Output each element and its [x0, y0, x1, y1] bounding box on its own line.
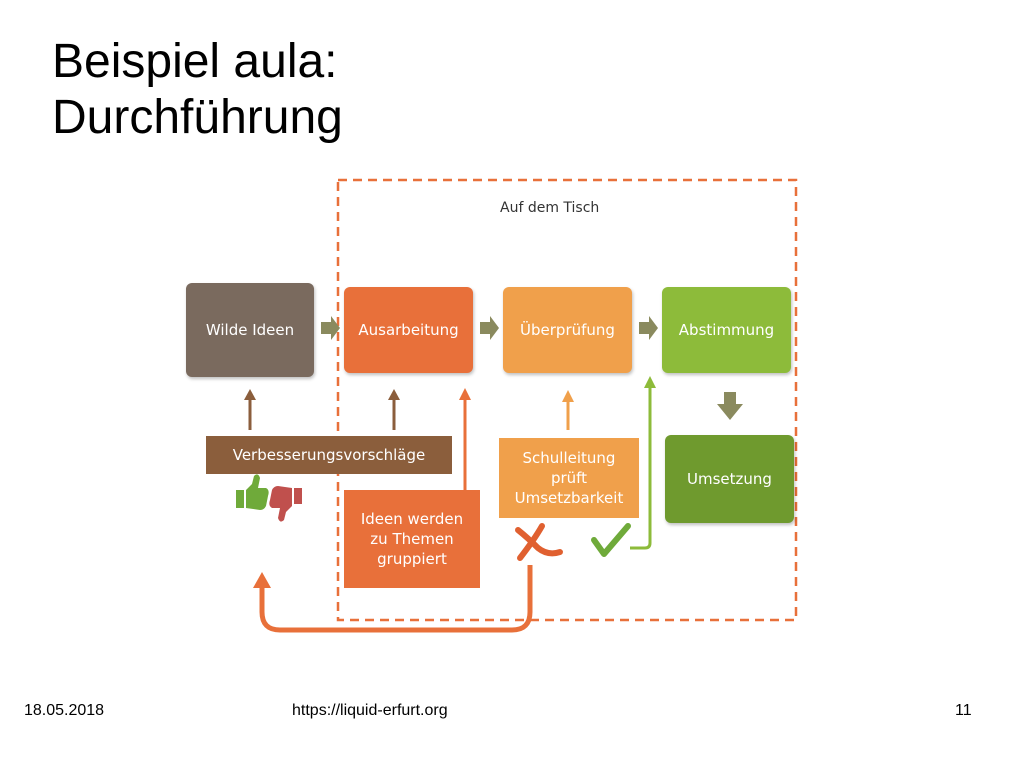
thumbs-up-icon: [236, 474, 269, 510]
arrow-approved-to-abstimmung: [630, 386, 652, 550]
checkmark-icon: [591, 523, 631, 557]
title-line-2: Durchführung: [52, 91, 343, 144]
slide-title: Beispiel aula: Durchführung: [52, 34, 652, 146]
box-ideen-gruppiert-label: Ideen werden zu Themen gruppiert: [360, 510, 464, 568]
thumbs-down-icon: [269, 486, 302, 522]
box-verbesserungsvorschlaege: Verbesserungsvorschläge: [206, 436, 452, 474]
box-ueberpruefung: Überprüfung: [503, 287, 632, 373]
box-schulleitung: Schulleitung prüft Umsetzbarkeit: [499, 438, 639, 518]
box-wilde-ideen-label: Wilde Ideen: [205, 321, 295, 339]
arrow-rejected-to-wilde: [259, 565, 533, 633]
table-label: Auf dem Tisch: [500, 200, 600, 216]
arrow-ueberpruefung-to-abstimmung: [639, 316, 658, 340]
table-frame: [336, 178, 798, 622]
box-wilde-ideen: Wilde Ideen: [186, 283, 314, 377]
box-verbesserung-label: Verbesserungsvorschläge: [232, 446, 426, 464]
footer-url[interactable]: https://liquid-erfurt.org: [292, 702, 448, 719]
box-schulleitung-label: Schulleitung prüft Umsetzbarkeit: [514, 449, 624, 507]
box-ueberpruefung-label: Überprüfung: [520, 321, 615, 339]
arrow-abstimmung-to-umsetzung: [717, 392, 743, 420]
cross-icon: [515, 523, 563, 561]
box-ausarbeitung: Ausarbeitung: [344, 287, 473, 373]
box-ideen-gruppiert: Ideen werden zu Themen gruppiert: [344, 490, 480, 588]
footer-page-number: 11: [955, 702, 972, 719]
title-line-1: Beispiel aula:: [52, 35, 338, 88]
box-abstimmung-label: Abstimmung: [678, 321, 775, 339]
box-abstimmung: Abstimmung: [662, 287, 791, 373]
arrow-wilde-to-ausarbeitung: [321, 316, 340, 340]
footer-date: 18.05.2018: [24, 702, 105, 719]
box-umsetzung-label: Umsetzung: [687, 470, 772, 488]
arrow-ausarbeitung-to-ueberpruefung: [480, 316, 499, 340]
box-umsetzung: Umsetzung: [665, 435, 794, 523]
box-ausarbeitung-label: Ausarbeitung: [358, 321, 459, 339]
